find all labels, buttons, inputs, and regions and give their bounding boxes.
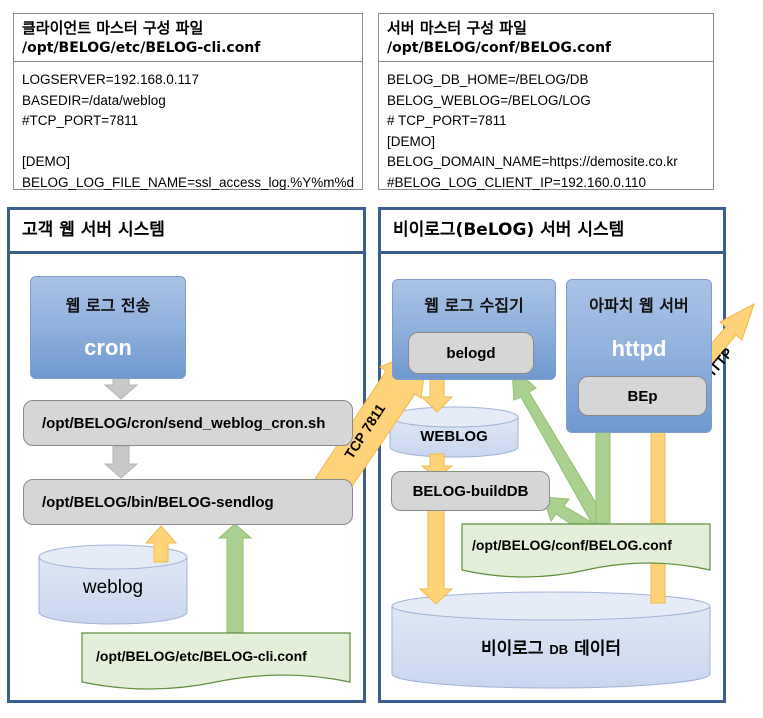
server-config-title: 서버 마스터 구성 파일 — [387, 19, 527, 37]
server-config-line: BELOG_WEBLOG=/BELOG/LOG — [387, 92, 591, 108]
client-config-path: /opt/BELOG/etc/BELOG-cli.conf — [22, 40, 261, 56]
server-config-line: #BELOG_LOG_CLIENT_IP=192.160.0.110 — [387, 174, 647, 190]
client-system-title: 고객 웹 서버 시스템 — [10, 210, 363, 254]
server-config-panel: 서버 마스터 구성 파일 /opt/BELOG/conf/BELOG.conf … — [378, 13, 714, 190]
cron-script-box: /opt/BELOG/cron/send_weblog_cron.sh — [23, 400, 353, 446]
client-config-line: LOGSERVER=192.168.0.117 — [22, 72, 199, 87]
server-config-path: /opt/BELOG/conf/BELOG.conf — [387, 40, 612, 56]
server-system-title: 비이로그(BeLOG) 서버 시스템 — [381, 210, 723, 254]
server-config-line: BELOG_DOMAIN_NAME=https://demosite.co.kr — [387, 154, 678, 169]
belog-db-label-main: 비이로그 — [480, 639, 550, 659]
client-config-header: 클라이언트 마스터 구성 파일 /opt/BELOG/etc/BELOG-cli… — [14, 14, 362, 62]
builddb-box: BELOG-buildDB — [391, 471, 550, 511]
server-weblog-cylinder — [389, 406, 519, 458]
server-config-header: 서버 마스터 구성 파일 /opt/BELOG/conf/BELOG.conf — [379, 14, 713, 62]
client-config-line: BELOG_LOG_FILE_NAME=ssl_access_log.%Y%m%… — [22, 174, 355, 190]
sendlog-box: /opt/BELOG/bin/BELOG-sendlog — [23, 479, 353, 525]
client-weblog-cylinder — [38, 544, 188, 625]
bep-box: BEp — [578, 376, 707, 416]
server-config-line: # TCP_PORT=7811 — [387, 113, 507, 128]
belog-db-label-tail: 데이터 — [568, 639, 622, 659]
cron-label: cron — [84, 335, 132, 360]
client-conf-document — [81, 632, 351, 690]
belog-db-label: 비이로그 DB 데이터 — [392, 634, 710, 659]
server-conf-document — [461, 523, 711, 578]
server-weblog-label: WEBLOG — [420, 428, 488, 445]
client-config-line: [DEMO] — [22, 154, 71, 169]
belogd-box: belogd — [408, 332, 534, 374]
client-config-line: BASEDIR=/data/weblog — [22, 92, 166, 108]
belog-db-label-abbr: DB — [549, 642, 569, 657]
belog-db-cylinder — [391, 591, 711, 689]
server-conf-doc-label: /opt/BELOG/conf/BELOG.conf — [472, 537, 672, 553]
yellow-arrow-builddb-to-db — [418, 509, 454, 605]
yellow-arrow-weblog-to-sendlog — [144, 525, 178, 563]
client-conf-doc-label: /opt/BELOG/etc/BELOG-cli.conf — [96, 648, 307, 664]
green-arrow-clientconf-to-sendlog — [217, 523, 253, 634]
web-log-sender-box: 웹 로그 전송 cron — [30, 276, 186, 379]
client-config-lines: LOGSERVER=192.168.0.117 BASEDIR=/data/we… — [22, 70, 358, 193]
server-config-line: BELOG_DB_HOME=/BELOG/DB — [387, 72, 589, 87]
server-config-line: [DEMO] — [387, 133, 436, 149]
yellow-arrow-belogd-to-weblog — [420, 374, 454, 413]
client-config-line: #TCP_PORT=7811 — [22, 113, 139, 128]
client-config-panel: 클라이언트 마스터 구성 파일 /opt/BELOG/etc/BELOG-cli… — [13, 13, 363, 190]
server-config-lines: BELOG_DB_HOME=/BELOG/DB BELOG_WEBLOG=/BE… — [387, 70, 709, 193]
web-log-collector-label: 웹 로그 수집기 — [424, 296, 524, 315]
httpd-label: httpd — [611, 336, 667, 361]
web-log-sender-label: 웹 로그 전송 — [65, 296, 151, 315]
client-config-title: 클라이언트 마스터 구성 파일 — [22, 19, 204, 37]
apache-web-server-label: 아파치 웹 서버 — [589, 296, 689, 315]
client-weblog-label: weblog — [82, 577, 144, 598]
yellow-arrow-db-to-bep — [641, 410, 675, 604]
gray-arrow-down-2 — [103, 445, 139, 479]
